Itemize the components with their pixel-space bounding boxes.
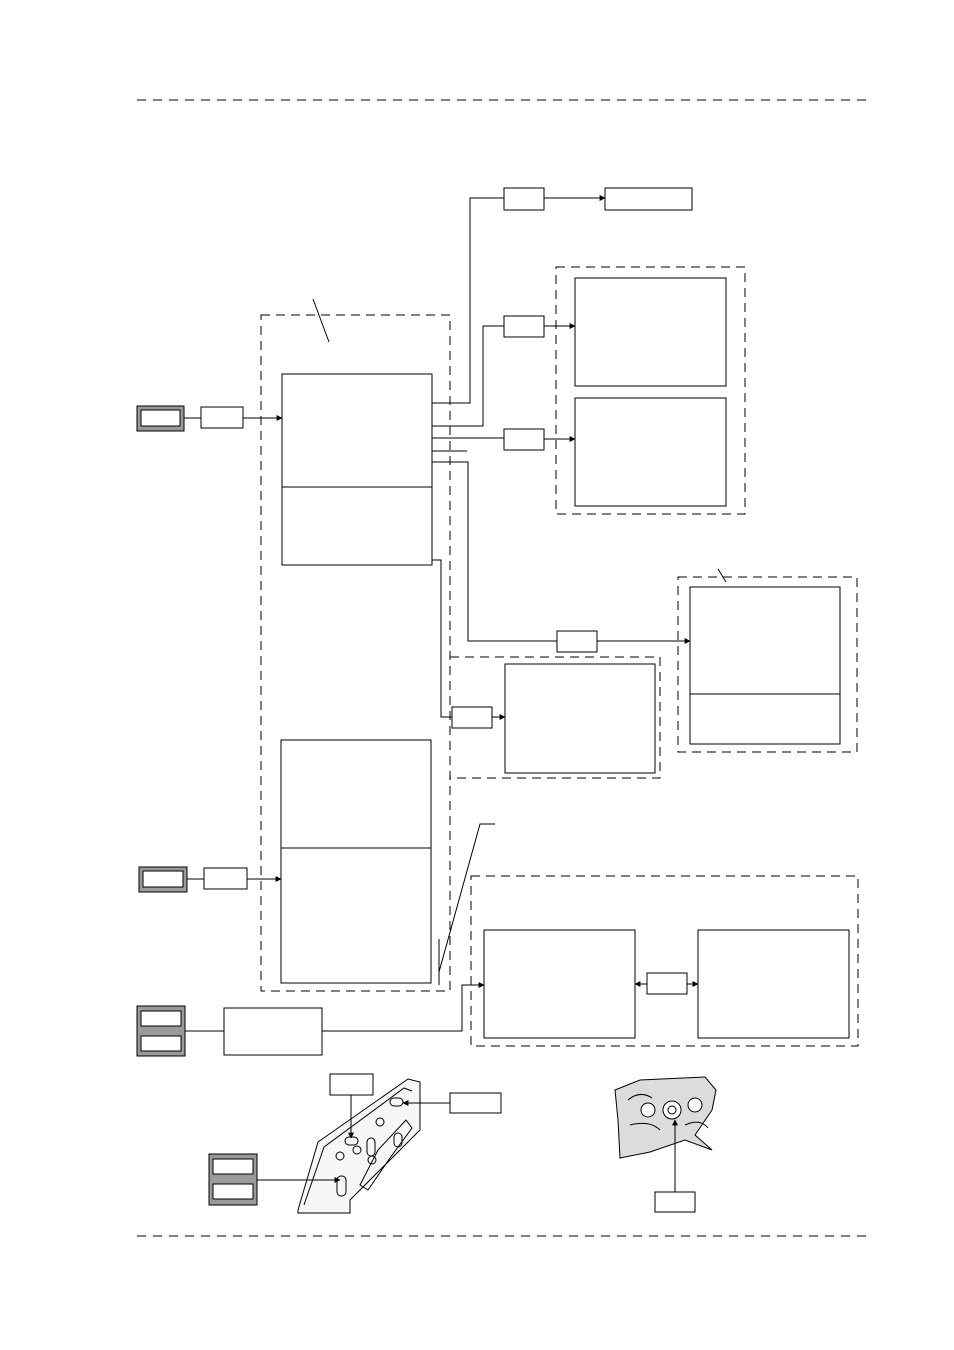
input-upper-interface	[200, 406, 244, 429]
link-main-to-display-upper	[432, 325, 504, 427]
top-output-box	[604, 187, 693, 211]
display-upper-interface	[503, 315, 545, 338]
control-left-box	[483, 929, 636, 1039]
main-unit-block	[281, 373, 433, 566]
input-bottom-large-box	[223, 1007, 323, 1056]
control-group-leader	[438, 823, 495, 973]
control-group-dashed-boundary	[470, 875, 859, 1047]
secondary-unit-block	[280, 739, 432, 984]
remote-unit-dashed-boundary	[677, 576, 858, 753]
middle-unit-dashed-boundary	[450, 656, 661, 779]
panel-key-pair	[208, 1153, 258, 1206]
display-lower-box	[574, 397, 727, 507]
control-right-box	[697, 929, 850, 1039]
display-lower-interface	[503, 428, 545, 451]
display-group-dashed-boundary	[555, 266, 746, 515]
input-key-upper	[136, 405, 185, 432]
input-key-lower	[138, 866, 188, 893]
remote-unit-box	[689, 586, 841, 745]
display-upper-box	[574, 277, 727, 387]
remote-unit-interface	[556, 630, 598, 653]
joystick-grip-icon	[614, 1076, 717, 1213]
link-main-to-middle	[432, 559, 452, 718]
middle-unit-box	[504, 663, 656, 774]
input-key-bottom-pair	[136, 1005, 186, 1057]
console-panel-icon	[257, 1073, 502, 1214]
remote-unit-leader	[717, 568, 727, 583]
control-link-interface	[646, 972, 688, 995]
input-lower-interface	[203, 867, 248, 890]
link-main-to-top	[432, 197, 504, 404]
main-unit-leader	[312, 298, 330, 343]
top-interface-box	[503, 187, 545, 211]
link-main-to-remote	[432, 461, 557, 642]
middle-unit-interface	[451, 706, 493, 729]
main-unit-dashed-boundary	[260, 314, 451, 992]
